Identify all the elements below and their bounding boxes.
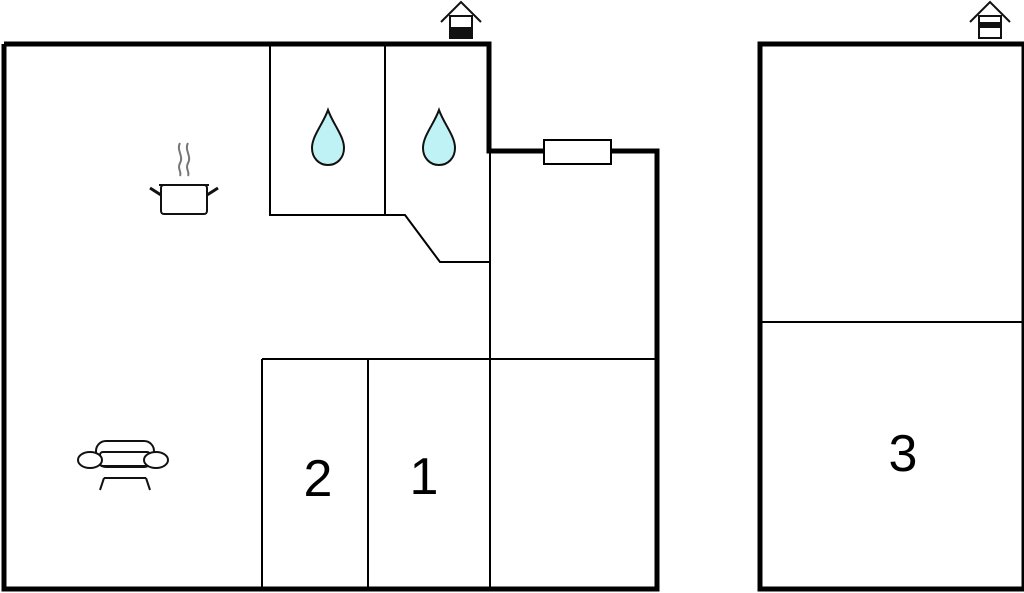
water-drop-icon — [421, 107, 457, 167]
water-drop-icon — [310, 107, 346, 167]
cooking-pot-icon — [149, 142, 219, 215]
room-3-label: 3 — [889, 425, 918, 483]
sofa-icon — [77, 440, 169, 491]
annex-building — [757, 41, 1024, 592]
hall-angled-wall — [385, 214, 490, 263]
main-outer-wall — [1, 41, 660, 592]
window — [543, 139, 612, 165]
room-2-label: 2 — [304, 450, 333, 508]
annex-outer-wall — [757, 41, 1024, 592]
house-entrance-icon — [440, 0, 482, 39]
house-entrance-icon — [969, 0, 1011, 39]
main-building — [1, 41, 660, 592]
room-1-label: 1 — [410, 448, 439, 506]
